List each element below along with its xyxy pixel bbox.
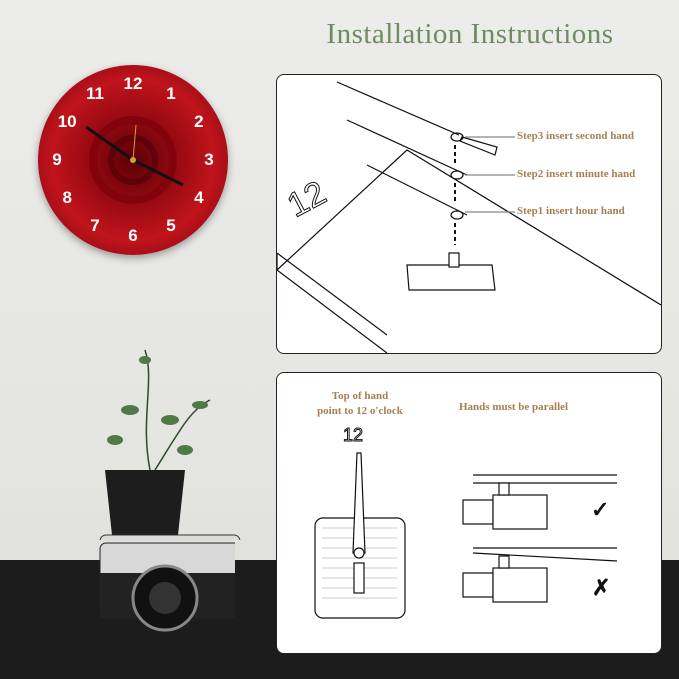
alignment-tips-panel: Top of hand point to 12 o'clock Hands mu… <box>276 372 662 654</box>
caption-line2: point to 12 o'clock <box>317 405 403 417</box>
cross-icon: ✗ <box>592 575 611 601</box>
hand-alignment-diagram <box>314 452 618 619</box>
step3-label: Step3 insert second hand <box>517 130 635 142</box>
step-instructions-panel: 12 Step3 insert second hand Step2 insert… <box>276 74 662 354</box>
step1-label: Step1 insert hour hand <box>517 205 625 217</box>
check-icon: ✓ <box>591 497 610 523</box>
step2-label: Step2 insert minute hand <box>517 168 636 180</box>
clock-numeral: 6 <box>128 226 138 245</box>
installation-diagram: 12 <box>277 81 661 353</box>
parallel-caption: Hands must be parallel <box>459 401 569 413</box>
clock-numeral: 8 <box>62 188 72 207</box>
clock-numeral: 11 <box>86 84 104 104</box>
clock-numeral: 2 <box>194 112 204 131</box>
camera-icon <box>99 542 235 632</box>
clock-numeral: 7 <box>90 215 100 235</box>
clock-hands <box>85 116 184 204</box>
caption-line1: Top of hand <box>331 390 389 402</box>
plant-and-camera-scene <box>99 349 241 540</box>
clock-numeral: 9 <box>52 150 62 169</box>
dial-number-12: 12 <box>281 174 332 225</box>
page-title: Installation Instructions <box>326 18 614 50</box>
clock-numeral: 1 <box>166 84 176 104</box>
clock-numeral: 4 <box>194 188 204 207</box>
clock-numeral: 3 <box>204 150 214 169</box>
clock-numeral: 5 <box>166 215 176 235</box>
clock-numeral: 12 <box>123 74 143 93</box>
dial-number-12-small: 12 <box>342 425 364 446</box>
clock-numeral: 10 <box>57 112 77 131</box>
